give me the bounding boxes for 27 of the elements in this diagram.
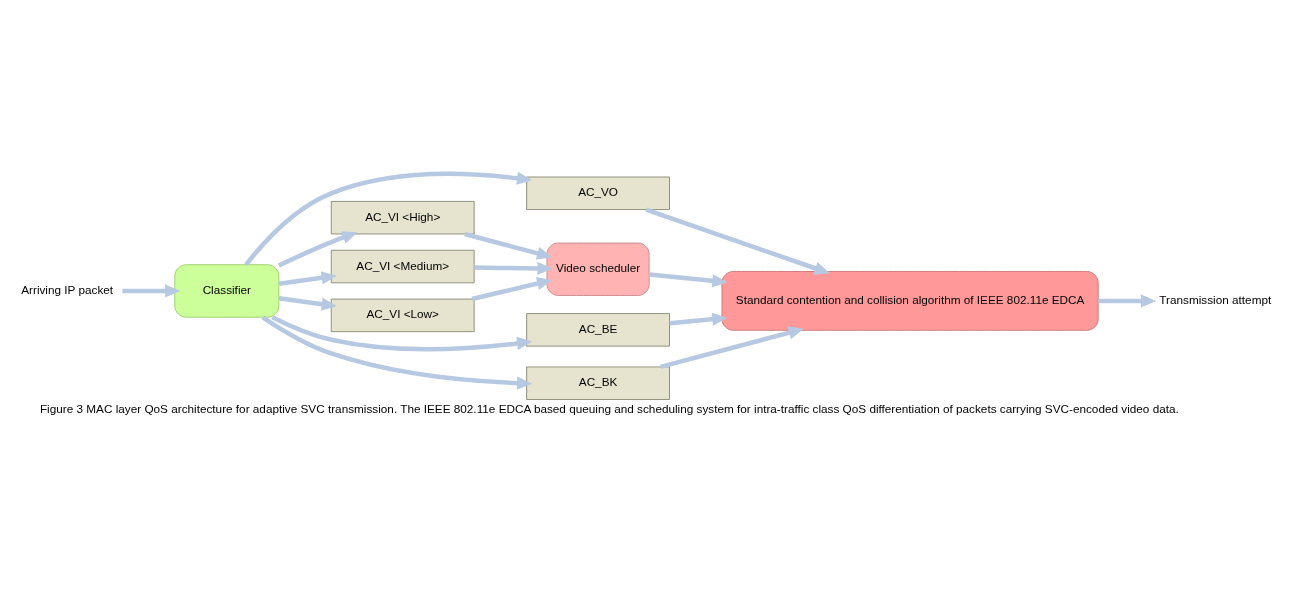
- node-box: AC_VI <Medium>: [330, 249, 475, 284]
- arrow: [244, 171, 533, 267]
- node-box: Standard contention and collision algorithm of IEEE 802.11e EDCA: [721, 271, 1099, 331]
- arrow: [660, 326, 804, 370]
- arrow: [1098, 294, 1157, 308]
- arrow: [474, 261, 553, 276]
- arrow: [471, 277, 553, 302]
- node-box: AC_VI <Low>: [330, 298, 475, 333]
- node-text: Arriving IP packet: [21, 283, 114, 297]
- arrow: [645, 207, 830, 275]
- node-box: AC_BE: [526, 313, 670, 347]
- arrow: [271, 315, 533, 352]
- node-box: AC_VO: [526, 176, 670, 210]
- arrow: [278, 295, 337, 311]
- caption: Figure 3 MAC layer QoS architecture for adaptive SVC transmission. The IEEE 802.11e EDCA based queuing and scheduling system for intra-traffic class QoS differentiation of packets carrying SVC-encoded video data.: [39, 401, 1179, 415]
- arrow: [649, 272, 728, 288]
- node-box: Video scheduler: [546, 242, 650, 296]
- arrow: [122, 284, 181, 298]
- node-box: AC_BK: [526, 366, 670, 400]
- node-box: AC_VI <High>: [330, 200, 475, 235]
- arrow: [278, 271, 337, 286]
- arrow: [669, 312, 728, 326]
- node-text: Transmission attempt: [1159, 292, 1272, 306]
- arrow: [464, 231, 553, 260]
- arrow: [277, 231, 358, 268]
- arrow: [261, 315, 533, 390]
- node-box: Classifier: [174, 264, 280, 318]
